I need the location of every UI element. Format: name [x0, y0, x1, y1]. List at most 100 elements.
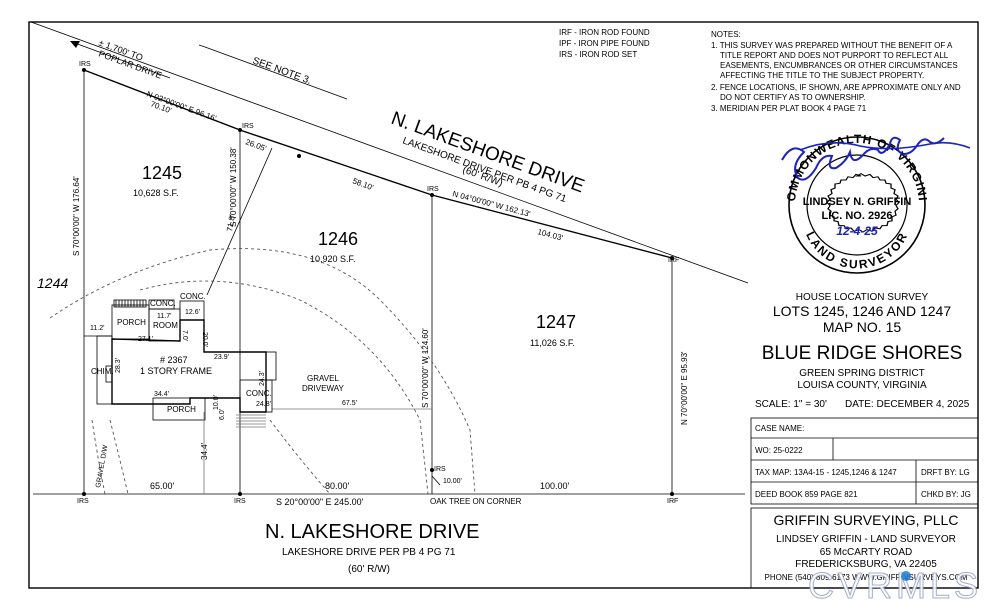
work-order: WO: 25-0222: [755, 446, 803, 455]
porch-hatch: [236, 414, 266, 428]
distance-80: 80.00': [325, 481, 350, 491]
house-dim: 24.3': [259, 371, 266, 386]
tie-line: [206, 147, 273, 296]
gravel-dw-outline: [91, 419, 106, 495]
note-line: EASEMENTS, ENCUMBRANCES OR OTHER CIRCUMS…: [720, 61, 958, 70]
house-dim: 28.3': [115, 358, 122, 373]
poplar-arrow: ± 1,700' TO POPLAR DRIVE: [70, 37, 171, 81]
lot-1247-area: 11,026 S.F.: [530, 338, 575, 348]
lot-1246-number: 1246: [318, 229, 358, 249]
adjacent-lot-1244: 1244: [37, 275, 68, 291]
bearing-front-2: N 04°00'00" W 162.13': [451, 189, 531, 219]
title-county: LOUISA COUNTY, VIRGINIA: [797, 380, 927, 391]
house-dim: 34.4': [154, 391, 169, 398]
distance-26: 26.05': [244, 137, 268, 153]
note-line: 2. FENCE LOCATIONS, IF SHOWN, ARE APPROX…: [711, 83, 961, 92]
signature-mark: [781, 136, 945, 181]
note-line: AFFECTING THE TITLE TO THE SUBJECT PROPE…: [720, 71, 924, 80]
house-dim: 11.2': [90, 325, 104, 332]
company-name: GRIFFIN SURVEYING, PLLC: [774, 512, 959, 528]
marker-irf: IRF: [668, 257, 679, 264]
front-property-line: [83, 69, 673, 259]
sheet-border: [28, 21, 979, 589]
south-road-rw: (60' R/W): [348, 564, 390, 575]
deed-book: DEED BOOK 859 PAGE 821: [755, 490, 858, 499]
lot-1247-number: 1247: [536, 312, 576, 332]
checked-by: CHKD BY: JG: [921, 490, 971, 499]
house-dim: 24.8': [256, 401, 271, 408]
porch-bottom: [152, 397, 206, 421]
house-dim: 7.0': [181, 330, 188, 341]
marker-irs: IRS: [434, 466, 446, 473]
south-road-name: N. LAKESHORE DRIVE: [265, 521, 480, 543]
company-phone: PHONE (540) 809-6173 WWW.GRIFFINSURVEYS.…: [764, 573, 967, 582]
seal-license: LIC. NO. 2926: [822, 210, 893, 222]
legend-irf: IRF - IRON ROD FOUND: [559, 28, 650, 37]
marker-irs: IRS: [234, 498, 246, 505]
company-surveyor: LINDSEY GRIFFIN - LAND SURVEYOR: [776, 534, 956, 545]
room-label: ROOM: [153, 321, 178, 330]
bearing-west: S 70°00'00" W 176.64': [72, 176, 81, 256]
tax-map: TAX MAP: 13A4-15 - 1245,1246 & 1247: [755, 468, 897, 477]
lot-1245-area: 10,628 S.F.: [133, 188, 179, 198]
title-map: MAP NO. 15: [823, 319, 902, 335]
distance-71: 71.8': [225, 213, 237, 232]
note-line: 3. MERIDIAN PER PLAT BOOK 4 PAGE 71: [711, 104, 867, 113]
note-line: 1. THIS SURVEY WAS PREPARED WITHOUT THE …: [711, 41, 953, 50]
title-line1: HOUSE LOCATION SURVEY: [796, 292, 929, 303]
house-number: # 2367: [160, 355, 188, 365]
seal-date: 12-4-25: [836, 224, 878, 238]
notes-heading: NOTES:: [711, 30, 741, 39]
house-dim: 23.9': [214, 354, 229, 361]
house-dim: 20.0': [201, 332, 208, 347]
distance-58: 58.10': [351, 176, 375, 192]
bearing-south: S 20°00'00" E 245.00': [276, 497, 364, 507]
conc-label-1: CONC.: [150, 299, 176, 308]
lot-1245-number: 1245: [142, 163, 182, 183]
gravel-driveway-outline: [139, 280, 429, 495]
conc-pad-top: [148, 299, 175, 310]
marker-irs: IRS: [77, 498, 89, 505]
lot-1246-area: 10,920 S.F.: [310, 254, 356, 264]
conc-pad-right: [239, 379, 273, 413]
cvrmls-watermark: CVRMLS: [808, 565, 982, 606]
legend-ipf: IPF - IRON PIPE FOUND: [559, 39, 650, 48]
marker-irs: IRS: [427, 186, 439, 193]
gravel-dw-outline: [109, 419, 129, 495]
company-block: GRIFFIN SURVEYING, PLLC LINDSEY GRIFFIN …: [750, 507, 979, 589]
house-dim: 27.1': [138, 336, 153, 343]
title-subdivision: BLUE RIDGE SHORES: [762, 343, 963, 364]
title-lots: LOTS 1245, 1246 AND 1247: [773, 303, 951, 319]
distance-34: 34.4': [200, 442, 209, 460]
see-note-label: SEE NOTE 3.: [251, 55, 313, 86]
scale-label: SCALE: 1" = 30': [755, 399, 827, 410]
distance-100: 100.00': [540, 481, 570, 491]
drafted-by: DRFT BY: LG: [921, 468, 970, 477]
distance-104: 104.03': [536, 227, 564, 243]
note-line: TITLE REPORT AND DOES NOT PURPORT TO REF…: [720, 51, 949, 60]
distance-67: 67.5': [342, 400, 357, 407]
date-label: DATE: DECEMBER 4, 2025: [845, 399, 970, 410]
house-dim: 12.6': [185, 309, 200, 316]
house-dim: 10.0': [213, 395, 220, 410]
gravel-driveway-outline: [269, 419, 331, 495]
company-address: 65 McCARTY ROAD: [820, 547, 912, 558]
bearing-lot-line-1: S 70°00'00" W 150.38': [229, 147, 238, 227]
gravel-driveway-outline: [49, 248, 476, 495]
marker-irs: IRS: [242, 123, 254, 130]
porch-top-label: PORCH: [117, 318, 146, 327]
corner-markers: IRS IRS IRS IRF IRS IRS IRF IRS 10.00': [77, 61, 679, 505]
oak-tree-label: OAK TREE ON CORNER: [430, 497, 522, 506]
signature-mark: [799, 141, 971, 151]
porch-bottom-label: PORCH: [167, 405, 196, 414]
house-type: 1 STORY FRAME: [140, 366, 212, 376]
north-rw-line: [30, 21, 749, 284]
company-city: FREDERICKSBURG, VA 22405: [795, 559, 937, 570]
house-footprint: [84, 299, 277, 494]
room-dim: 11.7': [157, 313, 171, 320]
bearing-east: N 70°00'00" E 95.93': [680, 351, 689, 425]
location-pin-icon: [901, 571, 911, 581]
legend-irs: IRS - IRON ROD SET: [559, 50, 637, 59]
title-district: GREEN SPRING DISTRICT: [799, 368, 925, 379]
seal-name: LINDSEY N. GRIFFIN: [803, 196, 912, 208]
